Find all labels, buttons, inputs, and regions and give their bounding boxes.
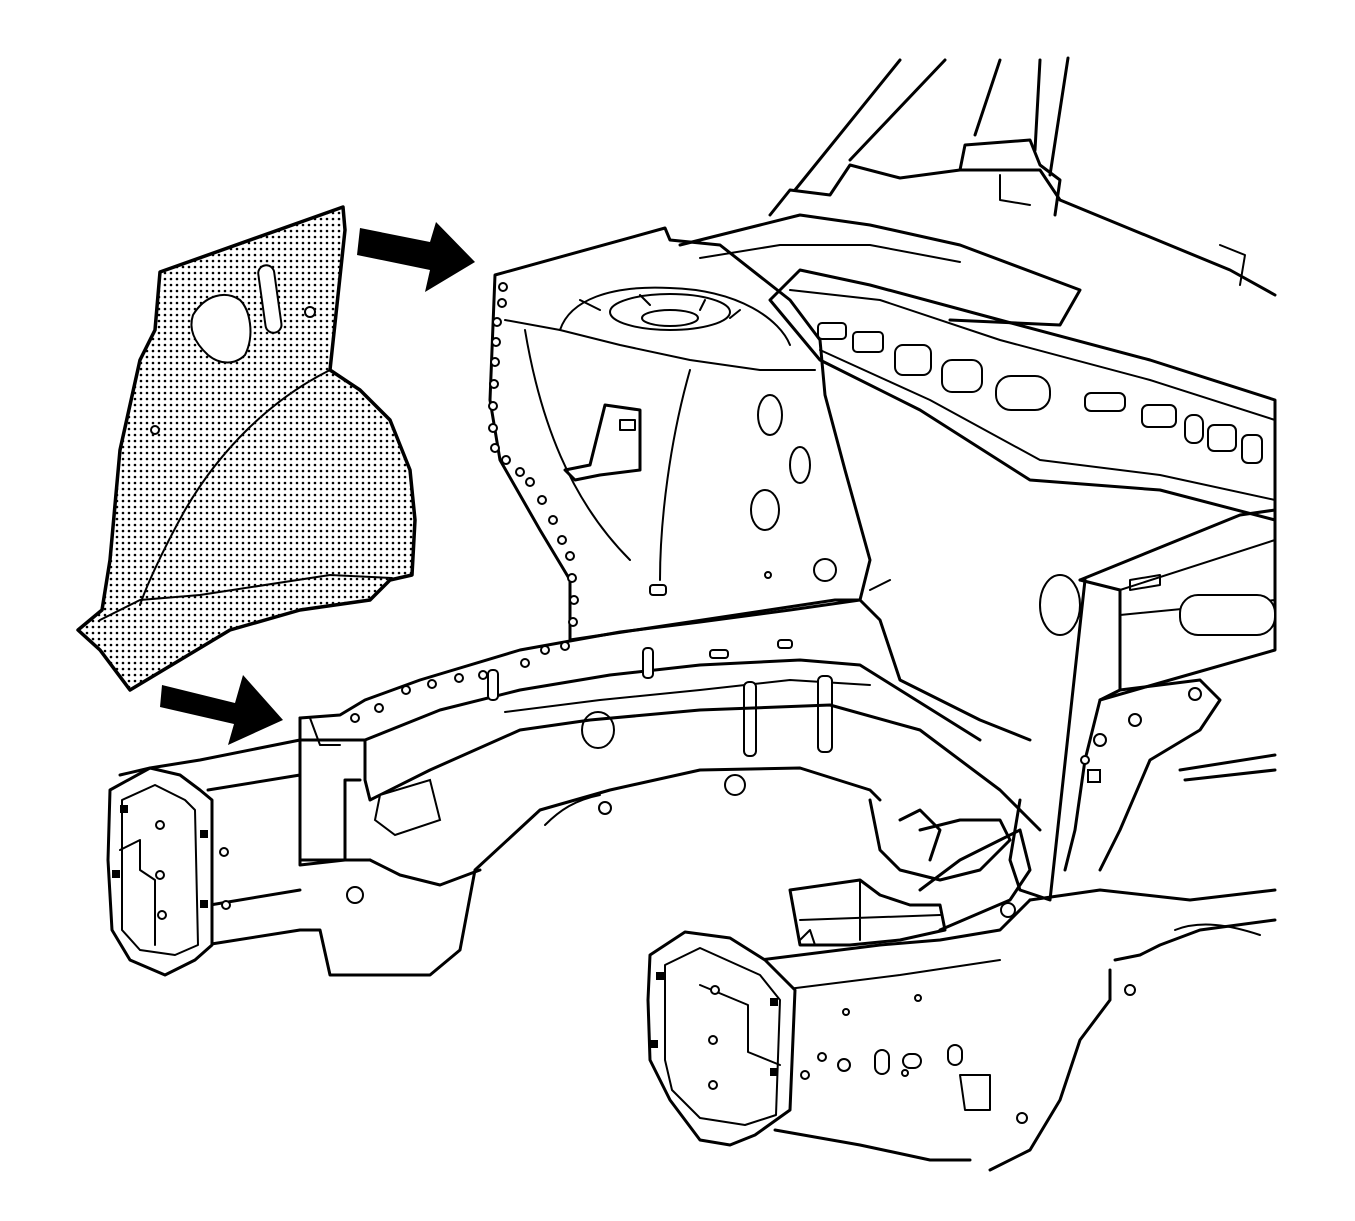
right-bumper-mount-plate (646, 930, 797, 1147)
lower-arrow (160, 675, 283, 745)
radiator-cross-member (768, 268, 1277, 522)
strut-tower-rivets (488, 282, 579, 627)
wheelhouse-liner-panel (76, 205, 417, 692)
lower-suspension-area (788, 798, 1032, 947)
right-frame-rail (988, 508, 1277, 1172)
right-lower-rail (758, 898, 1032, 1162)
cross-member-slots (817, 322, 1263, 464)
upper-rail-rivets (350, 641, 570, 723)
left-bumper-mount-plate (106, 766, 214, 977)
left-frame-rail (118, 703, 1042, 977)
upper-rail (298, 598, 1032, 757)
cowl-upper-structure (678, 56, 1277, 327)
upper-arrow (357, 222, 475, 292)
strut-tower (488, 226, 891, 642)
